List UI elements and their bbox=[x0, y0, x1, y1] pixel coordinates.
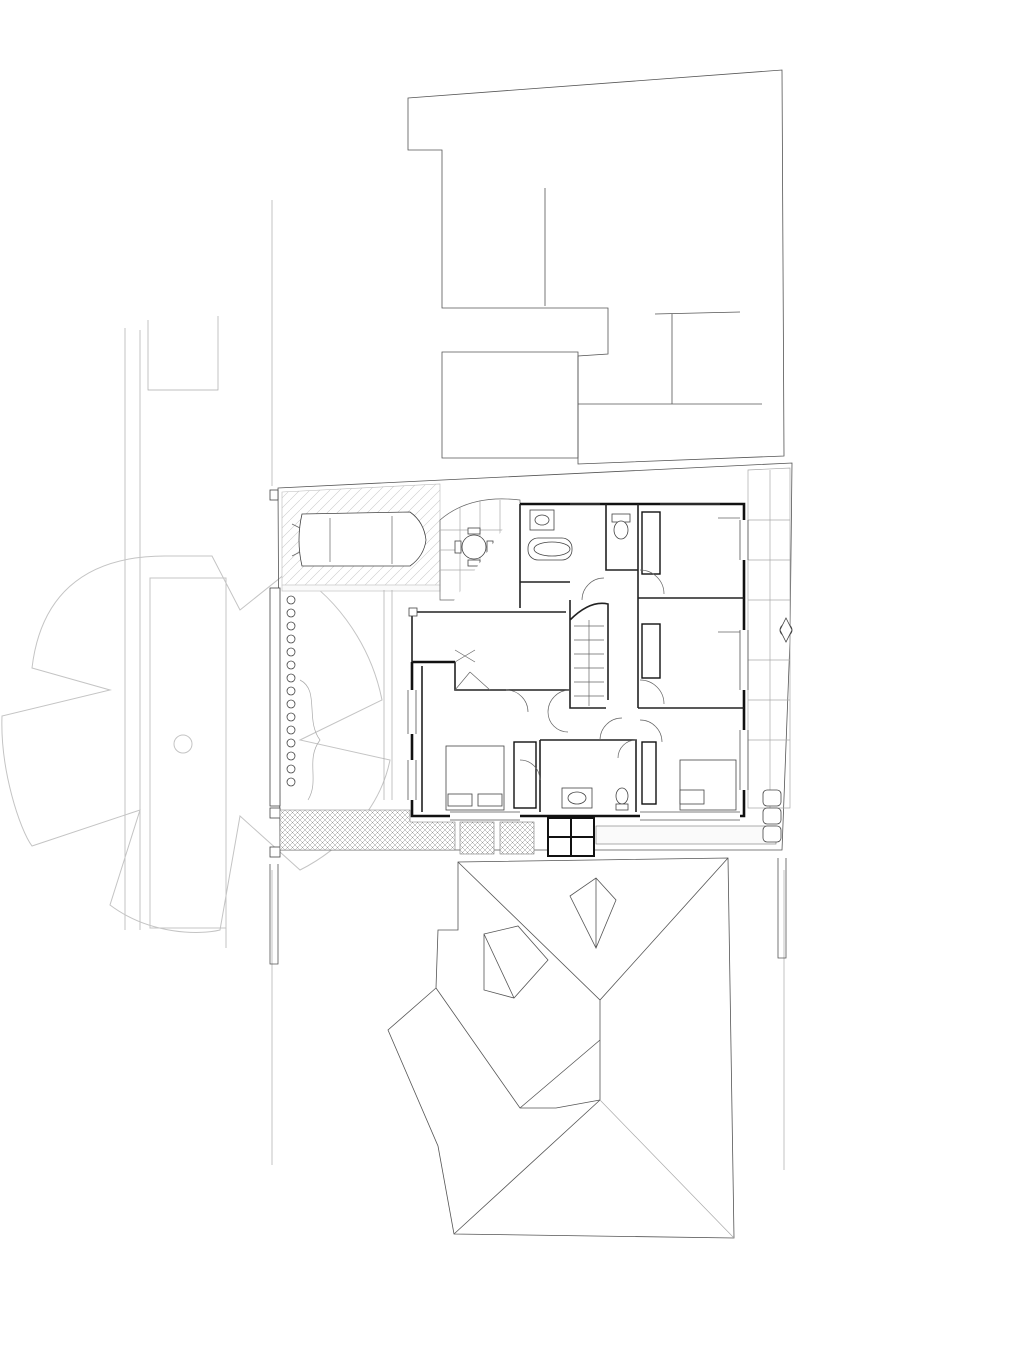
door-swings bbox=[454, 517, 740, 781]
north-arrow-icon bbox=[779, 617, 793, 643]
bed-main-bedroom bbox=[445, 745, 505, 811]
toilet-upper bbox=[611, 513, 631, 540]
house-floor-plan bbox=[407, 502, 749, 821]
wash-basin-lower bbox=[561, 787, 593, 809]
wardrobes bbox=[513, 511, 661, 809]
tree-canopy-outline bbox=[1, 555, 391, 933]
east-side-paving bbox=[747, 467, 793, 843]
bed-east-bedroom bbox=[679, 759, 737, 811]
round-table-with-chairs bbox=[454, 527, 494, 567]
bathtub bbox=[527, 537, 573, 561]
neighbouring-building-north bbox=[407, 69, 785, 465]
parked-car-outline bbox=[291, 511, 427, 567]
windows bbox=[407, 503, 749, 821]
site-boundary-lines bbox=[124, 200, 787, 1170]
neighbouring-building-south-roof bbox=[387, 857, 735, 1239]
toilet-lower bbox=[615, 787, 629, 811]
staircase bbox=[574, 620, 604, 706]
shrub-row bbox=[286, 595, 296, 787]
wheelie-bins bbox=[762, 789, 782, 843]
hedge-planting bbox=[269, 587, 321, 807]
wash-basin-upper bbox=[529, 509, 555, 531]
entrance-step-grid bbox=[547, 817, 595, 857]
south-paving bbox=[279, 809, 777, 857]
